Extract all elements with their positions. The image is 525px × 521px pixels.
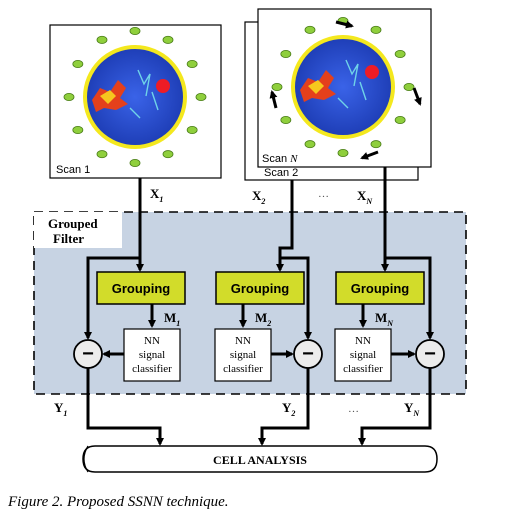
- sensor-dot: [337, 148, 349, 157]
- sensor-dot: [162, 150, 174, 159]
- sensor-dot: [129, 158, 141, 167]
- bypass-line: [84, 256, 140, 340]
- bypass-line: [280, 256, 312, 340]
- sensor-dot: [304, 140, 316, 149]
- scan-1-label: Scan 1: [56, 164, 90, 176]
- cell-analysis-label: CELL ANALYSIS: [213, 453, 307, 467]
- sensor-dot: [72, 126, 84, 135]
- y-label: Y2: [282, 400, 295, 418]
- sensor-dot: [394, 116, 406, 125]
- grouping-box: [96, 271, 186, 305]
- grouped-filter-title-line2: Filter: [53, 231, 84, 246]
- y-label: Y1: [54, 400, 67, 418]
- x1-label: X1: [150, 186, 163, 204]
- scan-2-label: Scan 2: [264, 167, 298, 179]
- sensor-dot: [304, 25, 316, 34]
- scan-n-panel: Scan N: [257, 8, 432, 168]
- grouping-label: Grouping: [112, 281, 171, 296]
- processing-stages: GroupingM1NNsignalclassifier−Y1GroupingM…: [54, 256, 445, 446]
- scan-n-radar: [291, 35, 395, 139]
- nn-classifier-box: [334, 328, 392, 382]
- nn-classifier-label: signal: [230, 349, 256, 361]
- sensor-dot: [129, 26, 141, 35]
- sensor-dot: [280, 116, 292, 125]
- grouping-label: Grouping: [231, 281, 290, 296]
- grouped-filter-label-box: [34, 212, 122, 248]
- top-ellipsis: …: [318, 188, 329, 200]
- sensor-dot: [403, 83, 415, 92]
- sensor-dot: [195, 93, 207, 102]
- sensor-dot: [72, 60, 84, 69]
- nn-classifier-label: NN: [235, 335, 251, 347]
- nn-classifier-box: [214, 328, 272, 382]
- minus-sign: −: [302, 343, 314, 365]
- sensor-dot: [96, 35, 108, 44]
- scan-n-label: Scan N: [262, 153, 298, 165]
- sensor-dot: [186, 60, 198, 69]
- scan-1-radar: [83, 45, 187, 149]
- nn-classifier-label: signal: [350, 349, 376, 361]
- grouping-label: Grouping: [351, 281, 410, 296]
- sensor-dot: [370, 25, 382, 34]
- nn-classifier-label: classifier: [223, 363, 263, 375]
- grouped-filter-title-line1: Grouped: [48, 216, 98, 231]
- m-label: M2: [255, 310, 271, 328]
- minus-sign: −: [424, 343, 436, 365]
- sensor-dot: [370, 140, 382, 149]
- scan-n-sensors: [271, 16, 415, 157]
- x2-label: X2: [252, 188, 265, 206]
- m-label: MN: [375, 310, 394, 328]
- y-output-line: [86, 368, 164, 446]
- bypass-line: [385, 256, 434, 340]
- xn-label: XN: [357, 188, 373, 206]
- grouping-box: [215, 271, 305, 305]
- grouping-box: [335, 271, 425, 305]
- bottom-ellipsis: …: [348, 403, 359, 415]
- sensor-dot: [394, 50, 406, 59]
- nn-classifier-label: NN: [355, 335, 371, 347]
- y-label: YN: [404, 400, 420, 418]
- sensor-dot: [96, 150, 108, 159]
- nn-classifier-label: signal: [139, 349, 165, 361]
- m-label: M1: [164, 310, 180, 328]
- nn-classifier-label: NN: [144, 335, 160, 347]
- figure-caption: Figure 2. Proposed SSNN technique.: [7, 494, 229, 510]
- cell-analysis-block: CELL ANALYSIS: [82, 445, 438, 473]
- sensor-dot: [63, 93, 75, 102]
- y-output-line: [358, 368, 432, 446]
- sensor-dot: [186, 126, 198, 135]
- sensor-dot: [162, 35, 174, 44]
- sensor-dot: [271, 83, 283, 92]
- nn-classifier-label: classifier: [132, 363, 172, 375]
- rotation-arrows: [269, 20, 422, 160]
- scan-1-sensors: [63, 26, 207, 167]
- minus-sign: −: [82, 343, 94, 365]
- sensor-dot: [280, 50, 292, 59]
- scan-1-panel: Scan 1: [49, 24, 222, 179]
- y-output-line: [258, 368, 310, 446]
- nn-classifier-label: classifier: [343, 363, 383, 375]
